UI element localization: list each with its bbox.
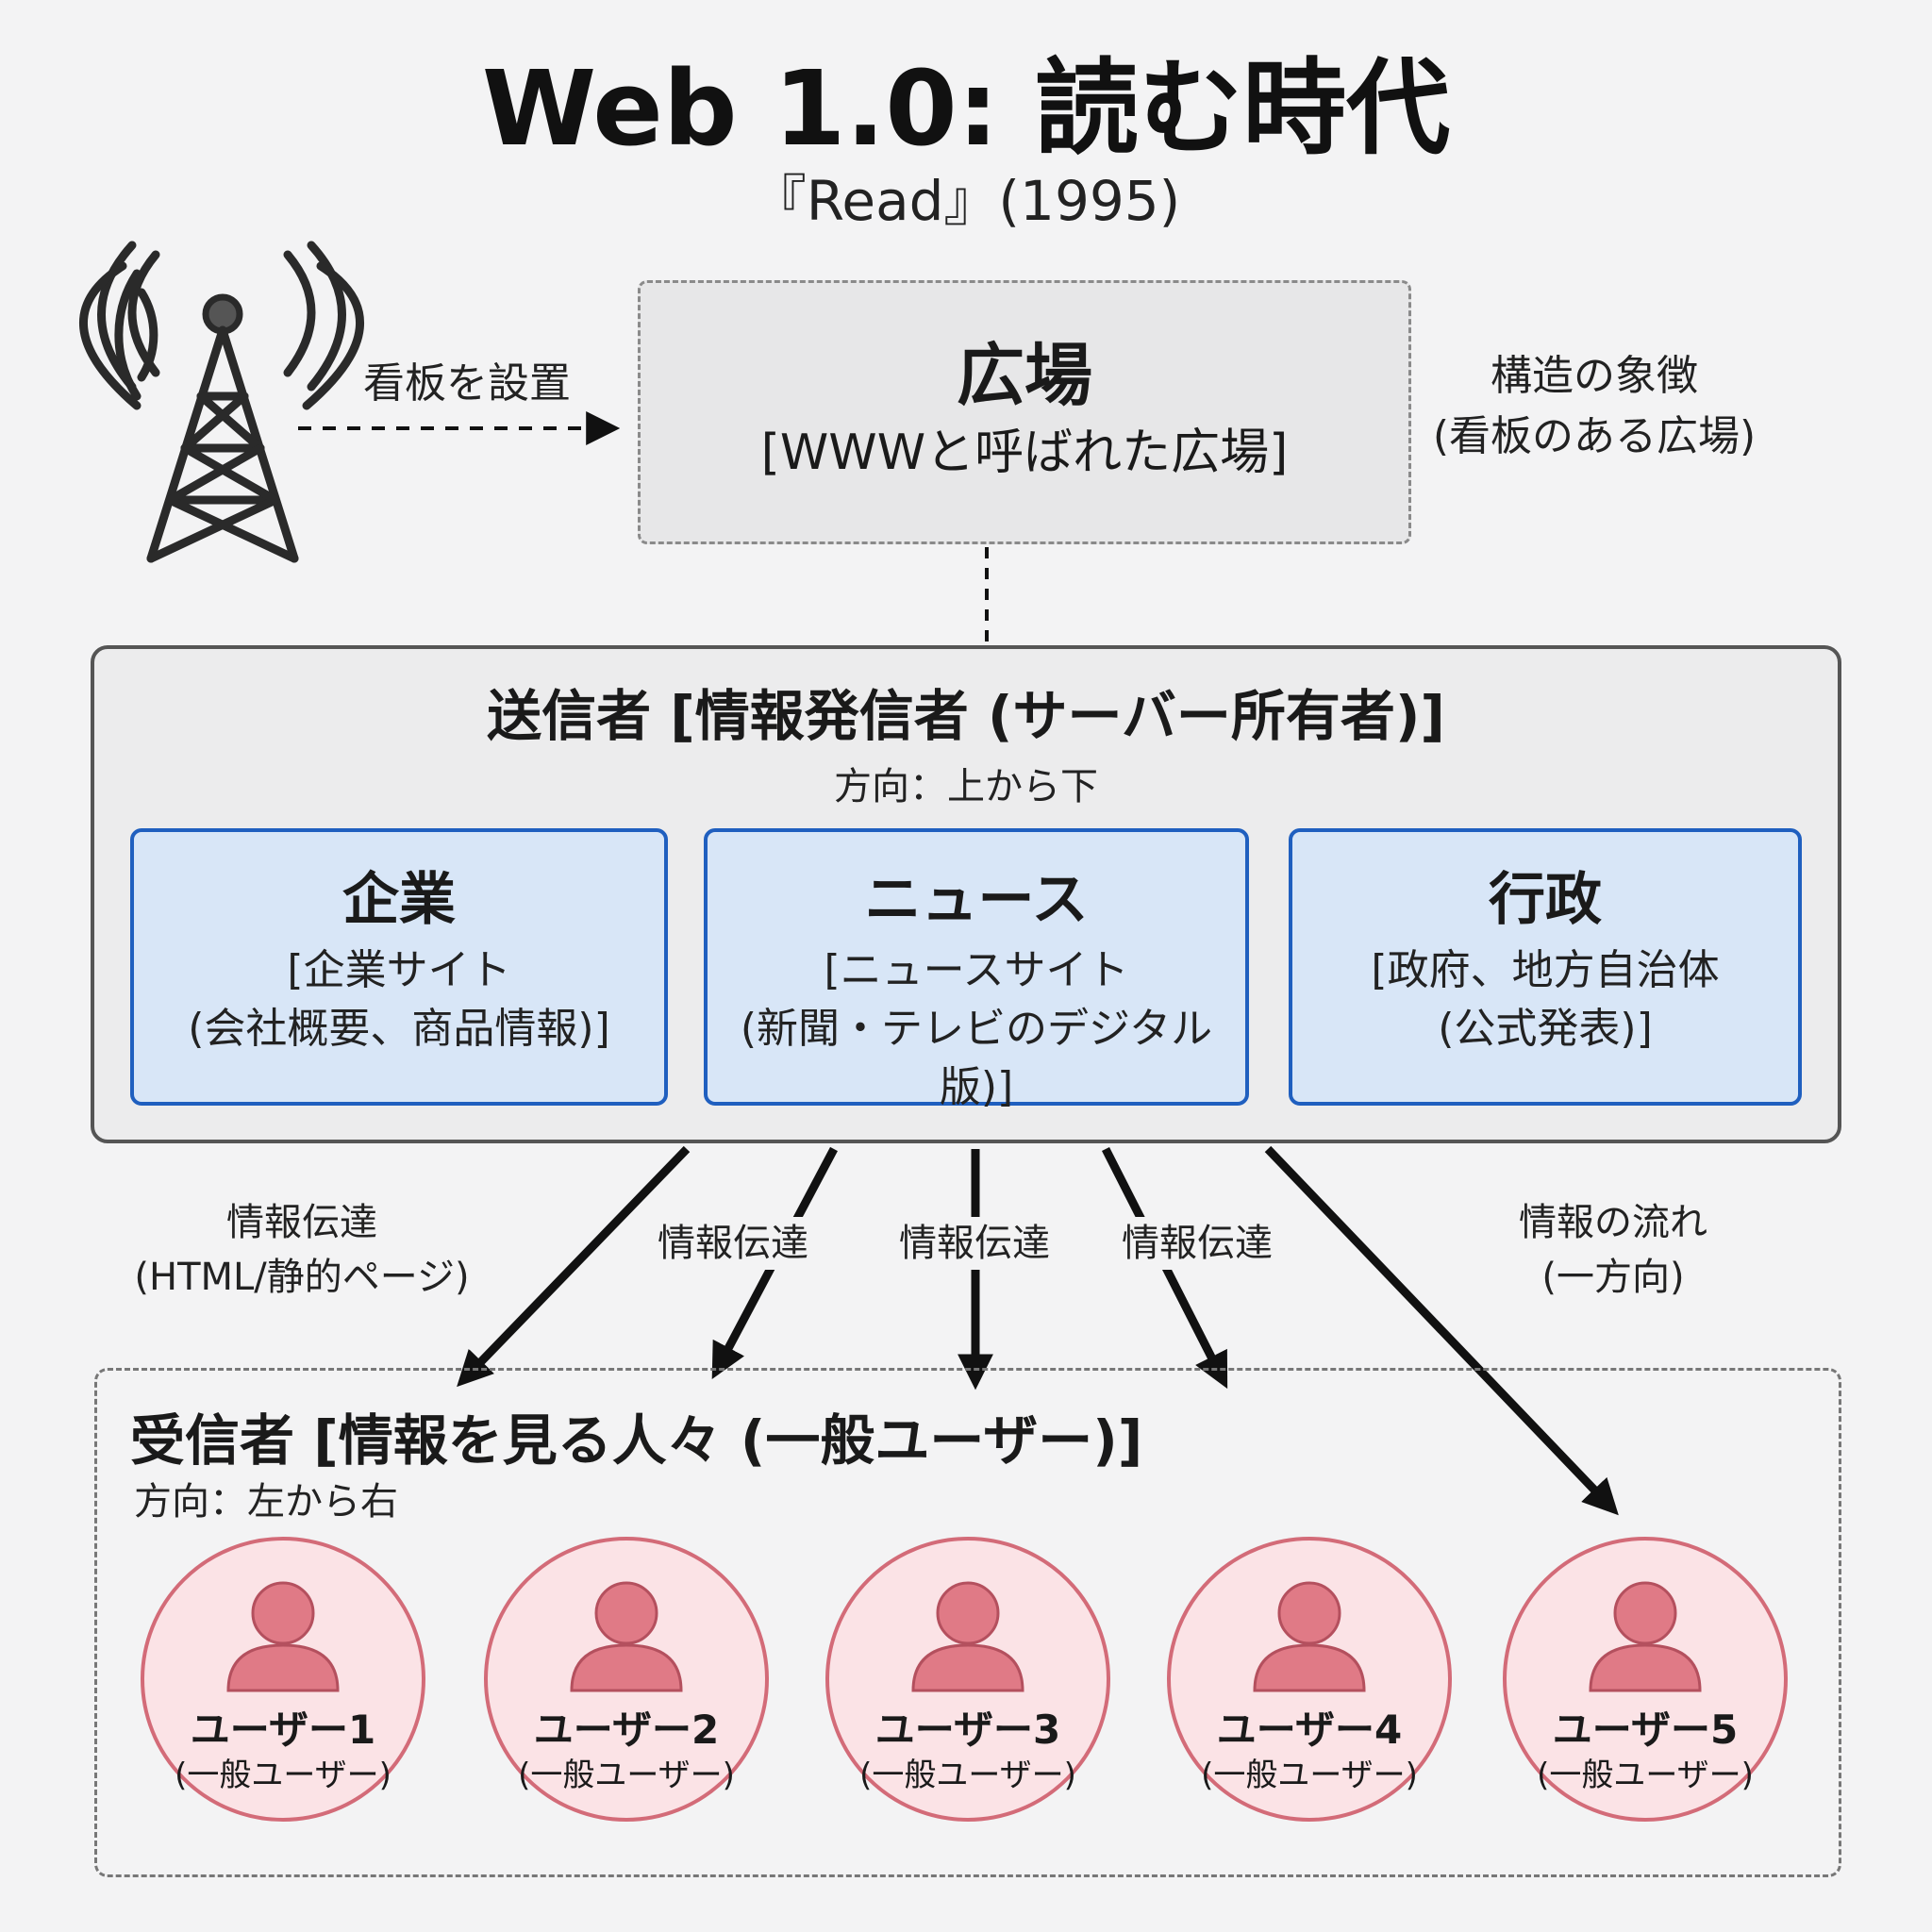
user-item: ユーザー5 (一般ユーザー) [1502, 1536, 1789, 1823]
user-role: (一般ユーザー) [175, 1757, 391, 1794]
sender-card-government: 行政 [政府、地方自治体 (公式発表)] [1289, 828, 1802, 1106]
radio-tower-icon [78, 241, 365, 563]
user-circle [484, 1537, 769, 1822]
user-avatar-icon [1589, 1581, 1702, 1692]
flow-label-3: 情報伝達 [875, 1217, 1074, 1270]
user-circle [825, 1537, 1110, 1822]
user-circle [1167, 1537, 1452, 1822]
plaza-note-line2: (看板のある広場) [1432, 412, 1757, 460]
flow-label-4: 情報伝達 [1098, 1217, 1296, 1270]
sender-card-news: ニュース [ニュースサイト (新聞・テレビのデジタル版)] [704, 828, 1249, 1111]
flow-label-right-line1: 情報の流れ [1519, 1201, 1707, 1244]
user-item: ユーザー1 (一般ユーザー) [140, 1536, 426, 1823]
receiver-box [94, 1368, 1841, 1877]
user-role: (一般ユーザー) [1537, 1757, 1754, 1794]
sender-direction: 方向：上から下 [834, 765, 1098, 808]
flow-arrow-1 [457, 1145, 691, 1388]
user-item: ユーザー3 (一般ユーザー) [824, 1536, 1111, 1823]
user-avatar-icon [1253, 1581, 1366, 1692]
user-item: ユーザー4 (一般ユーザー) [1166, 1536, 1453, 1823]
card-title: ニュース [864, 867, 1089, 933]
user-name: ユーザー2 [533, 1707, 720, 1753]
card-line: [企業サイト [287, 946, 511, 994]
plaza-title: 広場 [956, 336, 1092, 415]
user-avatar-icon [570, 1581, 683, 1692]
flow-arrow-5 [1264, 1145, 1619, 1516]
user-role: (一般ユーザー) [1201, 1757, 1418, 1794]
card-title: 企業 [342, 867, 456, 933]
flow-label-left-line2: (HTML/静的ページ) [134, 1256, 470, 1299]
sender-card-company: 企業 [企業サイト (会社概要、商品情報)] [130, 828, 668, 1106]
card-line: [ニュースサイト [824, 946, 1129, 994]
card-line: (公式発表)] [1438, 1005, 1653, 1053]
page-subtitle: 『Read』(1995) [751, 169, 1181, 233]
tower-arrow-label: 看板を設置 [363, 359, 571, 408]
user-name: ユーザー1 [190, 1707, 376, 1753]
user-avatar-icon [226, 1581, 340, 1692]
card-line: [政府、地方自治体 [1371, 946, 1720, 994]
user-name: ユーザー5 [1552, 1707, 1739, 1753]
plaza-box [638, 280, 1411, 544]
flow-label-right-line2: (一方向) [1541, 1256, 1685, 1299]
card-title: 行政 [1489, 867, 1602, 933]
user-circle [1503, 1537, 1788, 1822]
user-avatar-icon [911, 1581, 1024, 1692]
page-title: Web 1.0: 読む時代 [481, 48, 1451, 169]
flow-label-left-line1: 情報伝達 [226, 1201, 377, 1244]
user-role: (一般ユーザー) [518, 1757, 735, 1794]
user-role: (一般ユーザー) [859, 1757, 1076, 1794]
card-line: (新聞・テレビのデジタル版)] [740, 1005, 1213, 1111]
user-item: ユーザー2 (一般ユーザー) [483, 1536, 770, 1823]
user-circle [141, 1537, 425, 1822]
flow-label-2: 情報伝達 [634, 1217, 832, 1270]
sender-title: 送信者 [情報発信者 (サーバー所有者)] [487, 684, 1445, 748]
receiver-direction: 方向：左から右 [134, 1480, 398, 1524]
plaza-subtitle: [WWWと呼ばれた広場] [760, 425, 1289, 481]
user-name: ユーザー3 [874, 1707, 1061, 1753]
receiver-title: 受信者 [情報を見る人々 (一般ユーザー)] [130, 1408, 1143, 1473]
plaza-note-line1: 構造の象徴 [1491, 352, 1698, 400]
user-name: ユーザー4 [1216, 1707, 1403, 1753]
card-line: (会社概要、商品情報)] [188, 1005, 610, 1053]
